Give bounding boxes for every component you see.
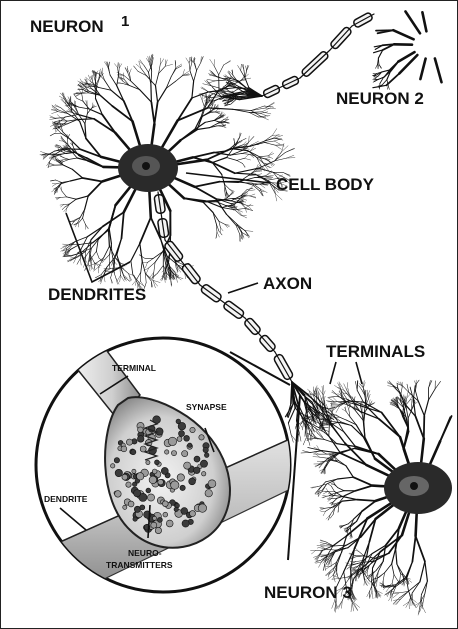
neuron-2-dendrites [373, 12, 442, 90]
axon-to-neuron-2 [262, 12, 374, 99]
label-axon: AXON [263, 274, 312, 293]
label-neuron-1: NEURON [30, 17, 104, 36]
label-neuron-2: NEURON 2 [336, 89, 424, 108]
label-dendrites: DENDRITES [48, 285, 146, 304]
neuron-2-incoming-terminals [199, 64, 262, 108]
label-neuro-line2: TRANSMITTERS [106, 560, 173, 570]
label-neuro-line1: NEURO- [128, 548, 162, 558]
cell-body-3 [384, 462, 452, 514]
label-neuron-1-number: 1 [121, 13, 129, 30]
label-neuron-3: NEURON 3 [264, 583, 352, 602]
leader-axon [228, 283, 258, 293]
label-terminals: TERMINALS [326, 342, 425, 361]
label-cell-body: CELL BODY [276, 175, 375, 194]
label-dendrite: DENDRITE [44, 494, 88, 504]
label-synapse: SYNAPSE [186, 402, 227, 412]
cell-body-1 [118, 144, 178, 192]
label-terminal: TERMINAL [112, 363, 156, 373]
